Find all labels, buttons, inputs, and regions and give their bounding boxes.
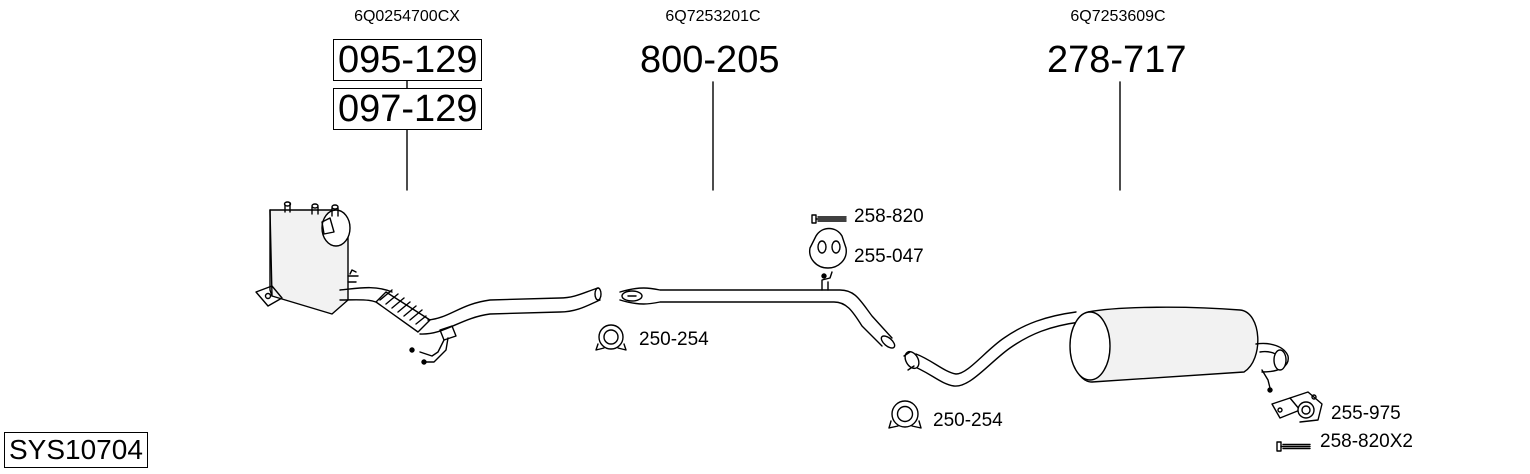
- oem-number-dpf: 6Q0254700CX: [354, 8, 460, 25]
- part-number-097-129[interactable]: 097-129: [333, 88, 483, 130]
- clamp-front-drawing: [595, 324, 627, 351]
- callout-rubber-mount-middle[interactable]: 255-047: [854, 246, 924, 267]
- front-pipe: [339, 286, 602, 365]
- part-number-278-717[interactable]: 278-717: [1047, 39, 1187, 81]
- oem-number-middle: 6Q7253201C: [665, 8, 761, 25]
- rear-mount-drawing: [1271, 391, 1323, 423]
- part-number-800-205[interactable]: 800-205: [640, 39, 780, 81]
- system-code: SYS10704: [4, 432, 148, 468]
- rubber-mount-middle-drawing: [809, 227, 847, 269]
- callout-rear-mount[interactable]: 255-975: [1331, 403, 1401, 424]
- dpf-unit: [255, 201, 359, 315]
- callout-rear-bolts[interactable]: 258-820X2: [1320, 431, 1413, 452]
- callout-bolt-middle[interactable]: 258-820: [854, 206, 924, 227]
- callout-clamp-rear[interactable]: 250-254: [933, 410, 1003, 431]
- rear-bolt-drawing: [1276, 441, 1311, 452]
- middle-pipe: [619, 271, 896, 349]
- oem-number-rear: 6Q7253609C: [1070, 8, 1166, 25]
- callout-clamp-front[interactable]: 250-254: [639, 329, 709, 350]
- part-number-095-129[interactable]: 095-129: [333, 39, 483, 81]
- clamp-rear-drawing: [888, 400, 922, 429]
- bolt-middle-drawing: [811, 214, 847, 224]
- rear-section: [903, 306, 1289, 393]
